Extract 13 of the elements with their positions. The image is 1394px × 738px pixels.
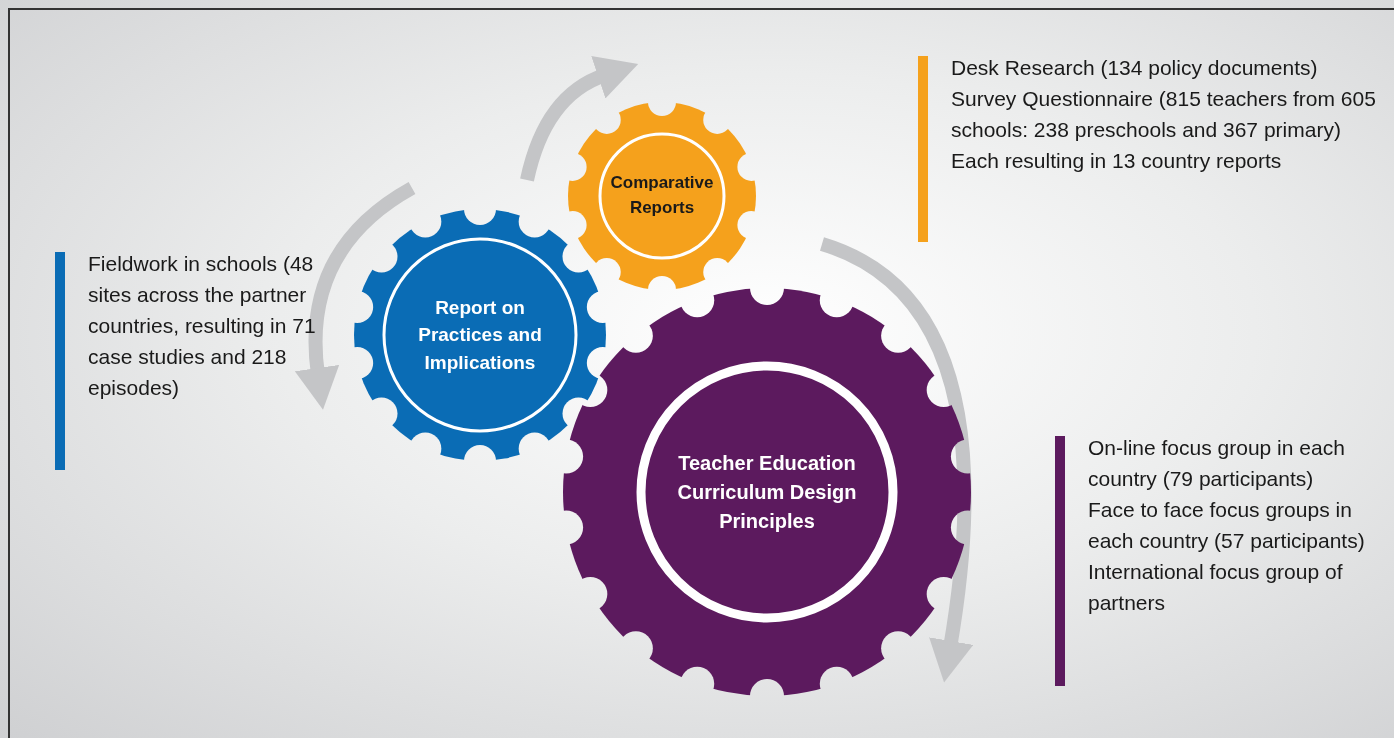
gear: [352, 207, 608, 463]
note-text: Fieldwork in schools (48 sites across the partner countries, resulting in 71 case studies and 218 episodes): [88, 251, 317, 401]
gear-label: Report on Practices and Implications: [417, 295, 543, 375]
gear: [561, 286, 973, 698]
note-text: On-line focus group in each country (79 participants): [1088, 435, 1346, 492]
gear-label: Comparative Reports: [609, 172, 715, 219]
note-text: Face to face focus groups in each country (57 participants): [1088, 497, 1366, 554]
note-text: Survey Questionnaire (815 teachers from 605 schools: 238 preschools and 367 primary): [951, 86, 1377, 143]
note-text: International focus group of partners: [1088, 559, 1344, 616]
note-text: Each resulting in 13 country reports: [951, 148, 1283, 174]
gear: [566, 100, 758, 292]
gear-label: Teacher Education Curriculum Design Principles: [677, 450, 857, 534]
note-text: Desk Research (134 policy documents): [951, 55, 1319, 81]
